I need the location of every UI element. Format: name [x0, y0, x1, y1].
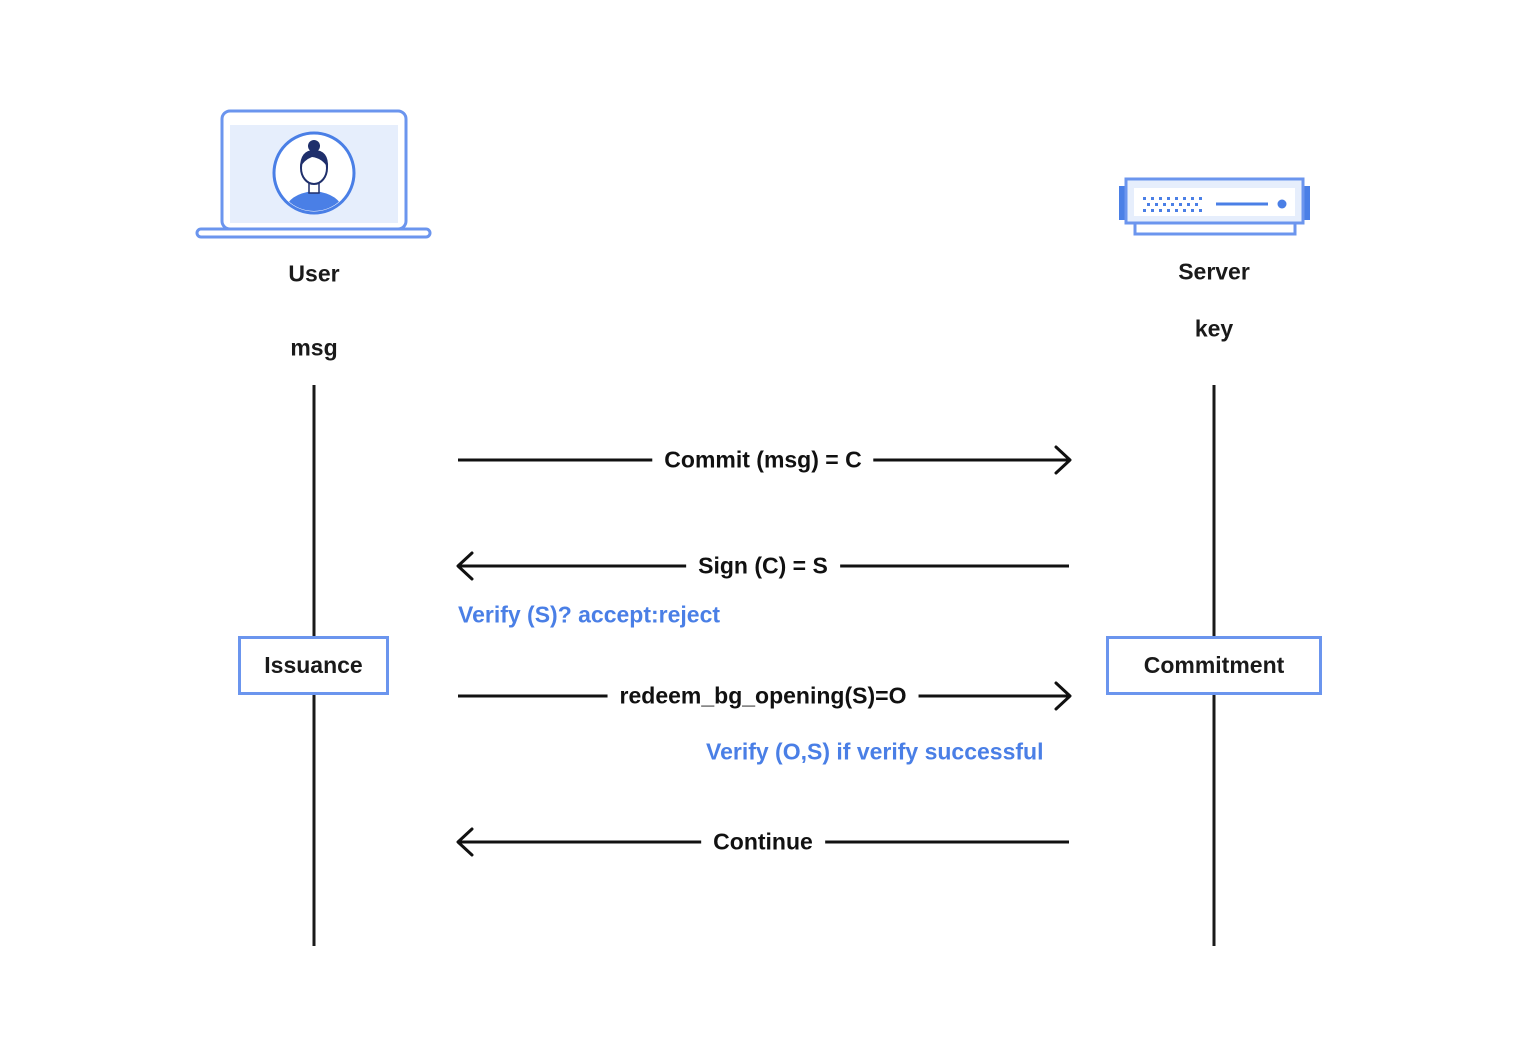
verify-signature-note: Verify (S)? accept:reject [458, 601, 721, 628]
message-label-2: Sign (C) = S [686, 552, 840, 580]
message-label-3: redeem_bg_opening(S)=O [607, 682, 919, 710]
message-label-4: Continue [701, 828, 825, 856]
server-name: Server [1178, 258, 1250, 285]
server-param: key [1194, 315, 1234, 342]
user-param: msg [290, 334, 338, 361]
phase-commitment: Commitment [1106, 636, 1322, 695]
verify-opening-note: Verify (O,S) if verify successful [706, 738, 1044, 765]
server-icon [1119, 177, 1310, 236]
phase-issuance: Issuance [238, 636, 389, 695]
user-name: User [288, 260, 340, 287]
message-label-1: Commit (msg) = C [652, 446, 874, 474]
laptop-user-icon [195, 109, 432, 239]
